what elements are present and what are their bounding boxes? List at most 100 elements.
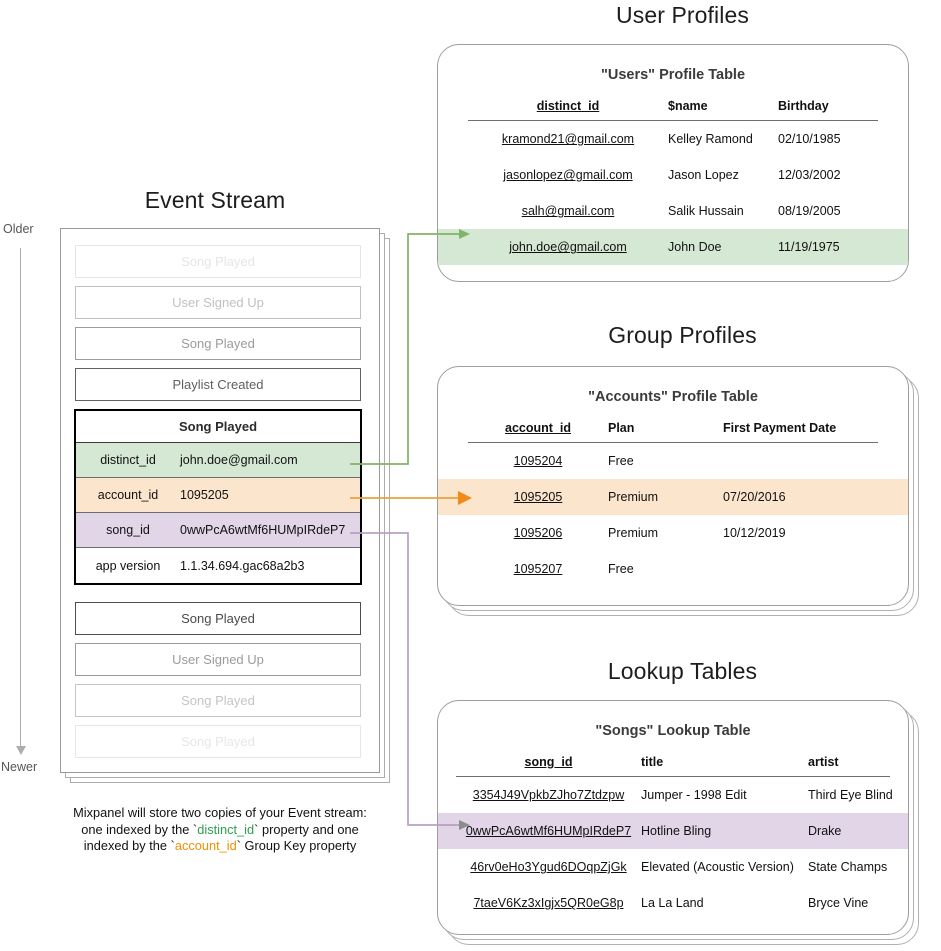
col-header-song-id: song_id [524,755,573,769]
event-property-distinct-id[interactable]: distinct_id john.doe@gmail.com [76,443,360,478]
table-row[interactable]: 7taeV6Kz3xIgjx5QR0eG8p La La Land Bryce … [438,885,908,921]
cell-name: Kelley Ramond [668,132,753,147]
cell-distinct-id: john.doe@gmail.com [509,240,627,255]
cell-name: John Doe [668,240,722,255]
axis-label-older: Older [3,222,34,236]
event-label: Song Played [181,254,255,269]
col-header-first-payment-date: First Payment Date [723,421,837,435]
event-property-song-id[interactable]: song_id 0wwPcA6wtMf6HUMpIRdeP7 [76,513,360,548]
caption-line-3-c: ` Group Key property [236,838,357,853]
cell-first-payment-date [723,551,908,587]
table-row[interactable]: 1095207 Free [438,551,908,587]
event-label: Song Played [181,336,255,351]
event-row-faded[interactable]: Song Played [75,684,361,717]
users-table-body: kramond21@gmail.com Kelley Ramond 02/10/… [438,121,908,266]
table-row[interactable]: 3354J49VpkbZJho7Ztdzpw Jumper - 1998 Edi… [438,777,908,813]
cell-title: Hotline Bling [641,824,712,839]
caption-line-3-a: indexed by the ` [83,838,175,853]
table-header-row: song_id title artist [456,751,890,776]
group-profiles-title: Group Profiles [608,322,757,348]
cell-distinct-id: kramond21@gmail.com [501,132,635,147]
users-card-front: "Users" Profile Table distinct_id $name … [437,44,909,282]
property-key: song_id [106,523,150,537]
col-header-account-id: account_id [505,421,571,435]
event-row[interactable]: Song Played [75,602,361,635]
table-header-row: account_id Plan First Payment Date [468,417,878,442]
col-header-name: $name [668,99,708,113]
event-row-faded[interactable]: User Signed Up [75,643,361,676]
table-row[interactable]: 46rv0eHo3Ygud6DOqpZjGk Elevated (Acousti… [438,849,908,885]
property-value: 0wwPcA6wtMf6HUMpIRdeP7 [180,523,346,537]
event-row-faded[interactable]: Song Played [75,245,361,278]
accounts-card-front: "Accounts" Profile Table account_id Plan… [437,366,909,606]
accounts-table-title: "Accounts" Profile Table [588,389,758,405]
table-row[interactable]: salh@gmail.com Salik Hussain 08/19/2005 [438,193,908,229]
col-header-distinct-id: distinct_id [536,99,600,113]
event-row[interactable]: Playlist Created [75,368,361,401]
event-label: User Signed Up [172,295,264,310]
songs-table-title: "Songs" Lookup Table [595,723,751,739]
event-label: Song Played [181,611,255,626]
col-header-title: title [641,755,664,769]
event-row-faded[interactable]: Song Played [75,327,361,360]
property-key: account_id [97,488,159,502]
cell-artist: Drake [808,824,842,839]
table-row-highlighted[interactable]: 0wwPcA6wtMf6HUMpIRdeP7 Hotline Bling Dra… [438,813,908,850]
event-stream-title: Event Stream [144,187,286,213]
cell-account-id: 1095205 [513,490,563,505]
table-row[interactable]: 1095206 Premium 10/12/2019 [438,515,908,551]
event-stream-panel: Song Played User Signed Up Song Played P… [60,228,390,783]
table-row[interactable]: 1095204 Free [438,443,908,479]
cell-song-id: 46rv0eHo3Ygud6DOqpZjGk [470,860,627,875]
songs-card-front: "Songs" Lookup Table song_id title artis… [437,700,909,935]
cell-first-payment-date [723,443,908,479]
cell-title: La La Land [641,896,704,911]
event-row-faded[interactable]: User Signed Up [75,286,361,319]
table-row[interactable]: jasonlopez@gmail.com Jason Lopez 12/03/2… [438,157,908,193]
cell-first-payment-date: 07/20/2016 [723,490,786,505]
cell-birthday: 08/19/2005 [778,204,841,219]
user-profiles-title: User Profiles [616,2,749,28]
cell-account-id: 1095207 [513,562,563,577]
caption-account-id: account_id [174,838,237,853]
users-profile-card: "Users" Profile Table distinct_id $name … [437,44,909,282]
event-label: Song Played [181,693,255,708]
selected-event-title: Song Played [76,411,360,443]
event-row-faded[interactable]: Song Played [75,725,361,758]
cell-first-payment-date: 10/12/2019 [723,526,786,541]
cell-song-id: 7taeV6Kz3xIgjx5QR0eG8p [473,896,624,911]
accounts-table: account_id Plan First Payment Date [468,417,878,442]
col-header-artist: artist [808,755,839,769]
caption-line-2-a: one indexed by the ` [81,821,198,837]
cell-birthday: 11/19/1975 [778,240,840,255]
cell-plan: Free [608,562,634,577]
users-table: distinct_id $name Birthday [468,95,878,120]
event-property-account-id[interactable]: account_id 1095205 [76,478,360,513]
cell-name: Salik Hussain [668,204,744,219]
cell-plan: Premium [608,526,659,541]
cell-song-id: 0wwPcA6wtMf6HUMpIRdeP7 [465,824,632,839]
selected-event-card[interactable]: Song Played distinct_id john.doe@gmail.c… [74,409,362,585]
property-value: 1.1.34.694.gac68a2b3 [180,558,305,573]
cell-birthday: 12/03/2002 [778,168,841,183]
cell-plan: Premium [608,490,659,505]
event-property-app-version[interactable]: app version 1.1.34.694.gac68a2b3 [76,548,360,583]
event-label: User Signed Up [172,652,264,667]
table-row-highlighted[interactable]: 1095205 Premium 07/20/2016 [438,479,908,516]
event-label: Song Played [181,734,255,749]
lookup-tables-title: Lookup Tables [607,658,758,684]
axis-label-newer: Newer [1,760,38,774]
cell-distinct-id: jasonlopez@gmail.com [503,168,633,183]
caption-line-3: indexed by the `account_id` Group Key pr… [20,838,420,855]
col-header-birthday: Birthday [778,99,829,113]
table-row-highlighted[interactable]: john.doe@gmail.com John Doe 11/19/1975 [438,229,908,266]
caption-line-2: one indexed by the `distinct_id` propert… [20,822,420,839]
cell-artist: Bryce Vine [808,896,869,911]
caption-line-2-c: ` property and one [254,821,359,837]
event-stream-card-front: Song Played User Signed Up Song Played P… [60,228,380,773]
songs-lookup-card: "Songs" Lookup Table song_id title artis… [437,700,919,945]
accounts-table-body: 1095204 Free 1095205 Premium 07/20/2016 … [438,443,908,587]
cell-distinct-id: salh@gmail.com [521,204,615,219]
table-row[interactable]: kramond21@gmail.com Kelley Ramond 02/10/… [438,121,908,157]
